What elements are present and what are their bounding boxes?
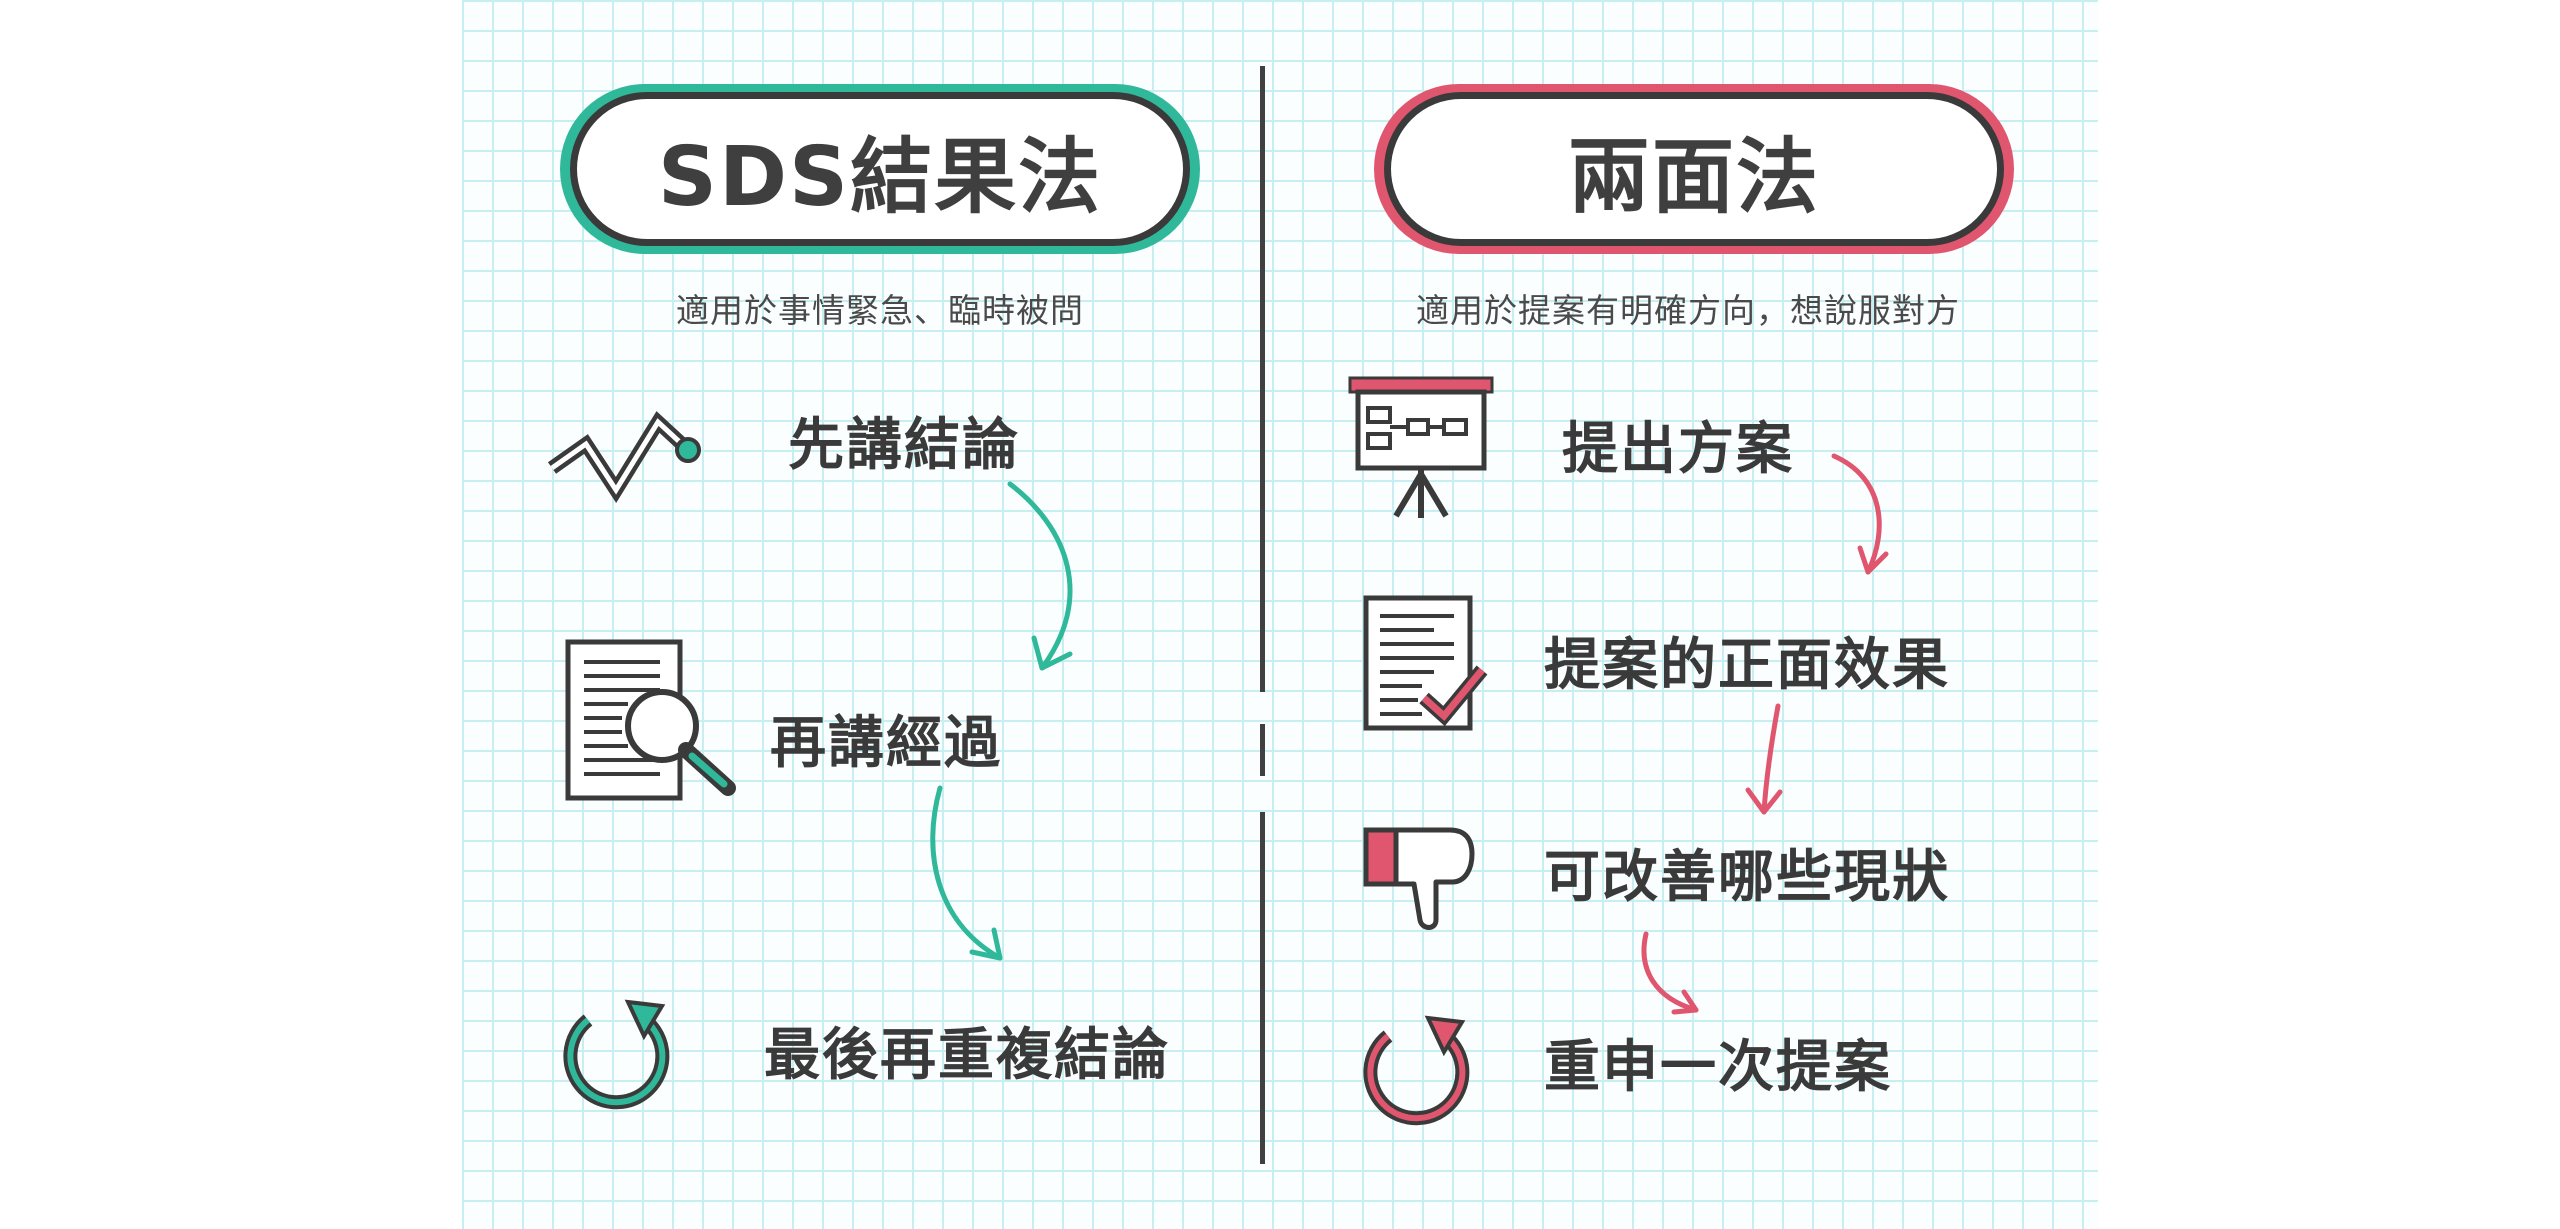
two-sided-step-2-label: 提案的正面效果 xyxy=(1544,633,1950,698)
two-sided-arrow-3-icon xyxy=(1641,931,1699,1015)
repeat-arrow-icon xyxy=(563,999,670,1110)
divider-top xyxy=(1260,66,1265,692)
two-sided-step-4-label: 重申一次提案 xyxy=(1544,1035,1892,1100)
sds-arrow-2-icon xyxy=(930,785,1003,961)
sds-arrow-1-icon xyxy=(1007,481,1073,671)
divider-bottom xyxy=(1260,812,1265,1164)
two-sided-arrow-2-icon xyxy=(1745,703,1783,815)
sds-step-2-label: 再講經過 xyxy=(770,711,1002,776)
sds-step-1-label: 先講結論 xyxy=(788,413,1020,478)
trend-line-icon xyxy=(547,411,701,504)
checked-document-icon xyxy=(1363,595,1488,731)
repeat-arrow-icon xyxy=(1363,1015,1470,1126)
grid-canvas: SDS結果法 適用於事情緊急、臨時被問 先講結論 再講經過 最後再 xyxy=(462,0,2098,1229)
sds-step-3-label: 最後再重複結論 xyxy=(764,1023,1170,1088)
two-sided-arrow-1-icon xyxy=(1831,453,1889,575)
divider-middle xyxy=(1260,724,1265,776)
thumbs-down-icon xyxy=(1363,827,1475,930)
two-sided-subtitle: 適用於提案有明確方向，想說服對方 xyxy=(1416,291,1960,330)
sds-subtitle: 適用於事情緊急、臨時被問 xyxy=(676,291,1084,330)
sds-title: SDS結果法 xyxy=(570,92,1190,246)
two-sided-title: 兩面法 xyxy=(1384,92,2004,246)
presentation-board-icon xyxy=(1348,376,1494,518)
two-sided-step-3-label: 可改善哪些現狀 xyxy=(1544,845,1950,910)
two-sided-step-1-label: 提出方案 xyxy=(1562,417,1794,482)
document-magnifier-icon xyxy=(565,639,736,801)
